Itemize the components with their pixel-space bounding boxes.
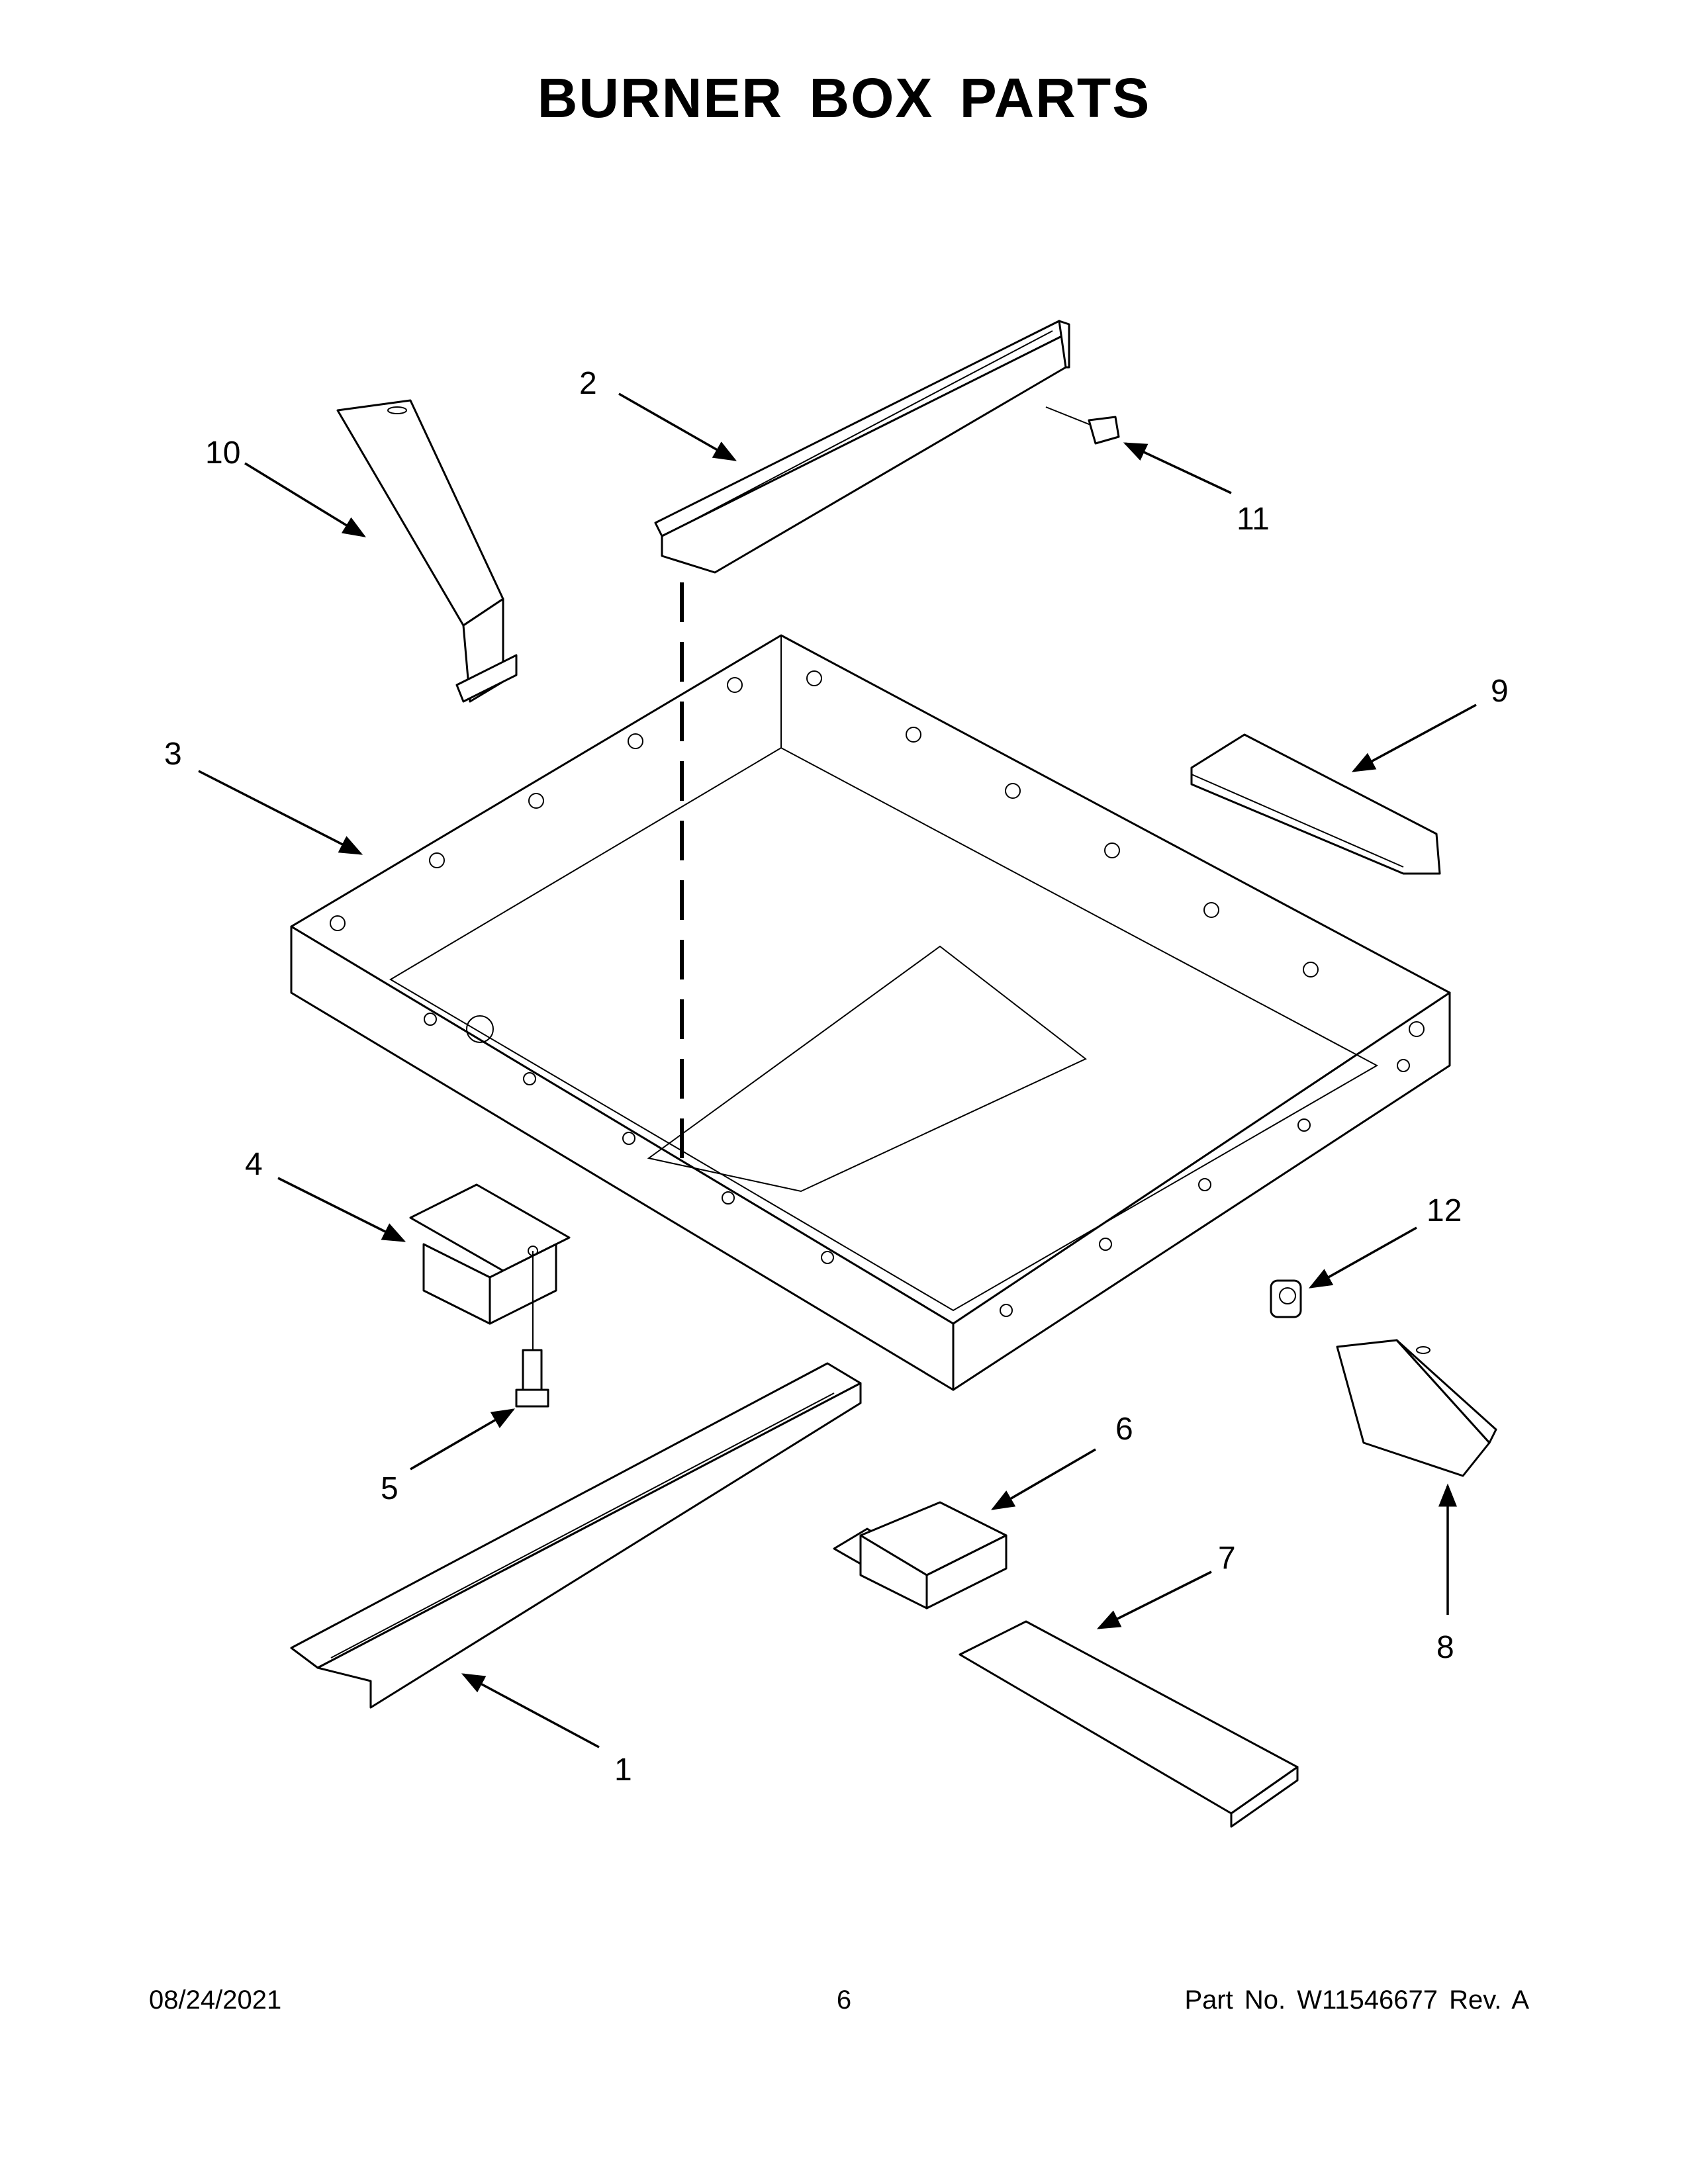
page-title: BURNER BOX PARTS (537, 67, 1151, 129)
callout-10: 10 (205, 435, 240, 471)
cover-part (833, 1501, 1008, 1610)
shield-bracket-part (1336, 1339, 1497, 1477)
callout-1: 1 (614, 1752, 632, 1788)
right-bracket-part (1190, 733, 1441, 875)
callout-3: 3 (164, 737, 182, 772)
callout-8: 8 (1436, 1630, 1454, 1665)
callout-7: 7 (1218, 1541, 1236, 1576)
footer-page-number: 6 (836, 1985, 852, 2015)
callout-5: 5 (381, 1471, 399, 1506)
angled-bracket-part (336, 399, 518, 703)
callout-4: 4 (245, 1147, 263, 1182)
callout-12: 12 (1427, 1193, 1462, 1228)
front-channel-part (654, 320, 1070, 574)
burner-box-tray (290, 634, 1451, 1391)
tray-holes (330, 670, 1425, 1317)
leader-lines (198, 392, 1477, 1749)
plate-part (959, 1620, 1299, 1828)
callout-6: 6 (1115, 1412, 1133, 1447)
callout-labels: 1 2 3 4 5 6 7 8 9 10 11 12 (164, 366, 1509, 1788)
box-bracket-part (409, 1183, 571, 1325)
bolt-part (515, 1251, 549, 1408)
long-rail-part (290, 1362, 862, 1709)
grommet-part (1270, 1279, 1302, 1318)
screw-part (1045, 406, 1120, 445)
callout-2: 2 (579, 366, 597, 401)
callout-9: 9 (1491, 674, 1509, 709)
footer-part-number: Part No. W11546677 Rev. A (1184, 1985, 1529, 2015)
footer-date: 08/24/2021 (149, 1985, 282, 2015)
callout-11: 11 (1237, 502, 1270, 537)
